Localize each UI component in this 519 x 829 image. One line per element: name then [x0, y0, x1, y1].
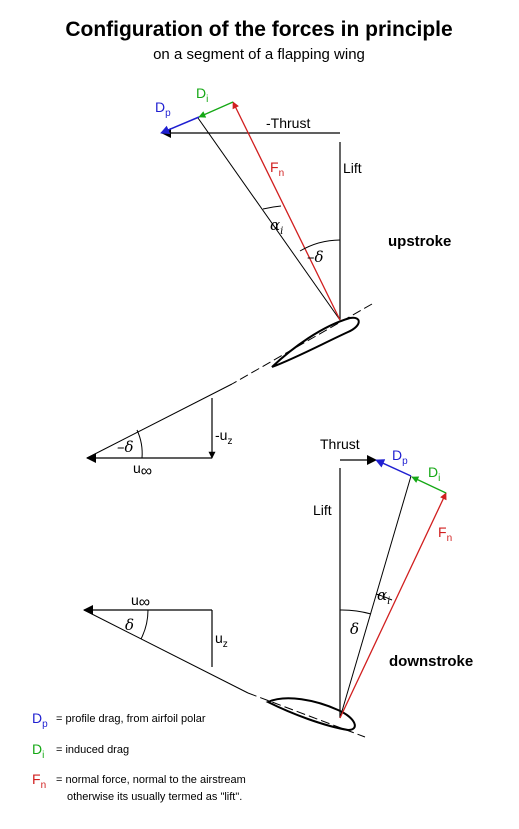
downstroke-uinf-label: u∞	[131, 592, 150, 611]
legend-item-di-symbol: Di	[32, 741, 44, 761]
legend-item-fn-text: = normal force, normal to the airstream	[56, 774, 246, 786]
legend-item-dp-text: = profile drag, from airfoil polar	[56, 713, 206, 725]
legend-note: otherwise its usually termed as "lift".	[67, 791, 242, 803]
downstroke-delta-arc	[339, 609, 372, 615]
legend-item-dp-symbol: Dp	[32, 710, 48, 730]
downstroke-di-arrow	[411, 476, 447, 494]
upstroke-uz-label: -uz	[215, 427, 232, 447]
downstroke-label: downstroke	[389, 653, 473, 670]
legend-item-di-text: = induced drag	[56, 744, 129, 756]
downstroke-fn-label: Fn	[438, 524, 452, 544]
upstroke-label: upstroke	[388, 233, 451, 250]
upstroke-group: Lift -Thrust Fn Dp Di αi –δ upstroke	[155, 85, 451, 385]
upstroke-airflow-delta-arc	[136, 429, 143, 459]
upstroke-delta-label: –δ	[307, 248, 324, 266]
downstroke-chord-line	[247, 692, 366, 738]
downstroke-airflow-hypotenuse	[83, 609, 249, 694]
downstroke-resultant-line	[339, 475, 412, 719]
upstroke-airflow-delta-label: –δ	[117, 438, 134, 456]
upstroke-airflow-group: -uz u∞ –δ	[86, 383, 233, 480]
upstroke-fn-arrow	[232, 101, 341, 321]
upstroke-alpha-label: αi	[270, 216, 283, 237]
upstroke-thrust-label: -Thrust	[266, 115, 310, 131]
upstroke-alpha-arc	[262, 205, 282, 210]
legend: Dp = profile drag, from airfoil polar Di…	[32, 710, 246, 803]
legend-item-fn-symbol: Fn	[32, 771, 46, 791]
upstroke-lift-label: Lift	[343, 160, 362, 176]
downstroke-dp-arrow	[375, 459, 412, 477]
upstroke-di-arrow	[198, 101, 234, 118]
downstroke-fn-arrow	[339, 492, 447, 719]
diagram-title: Configuration of the forces in principle	[65, 18, 452, 41]
upstroke-uinf-label: u∞	[133, 460, 152, 480]
downstroke-di-label: Di	[428, 464, 440, 484]
downstroke-dp-label: Dp	[392, 447, 408, 467]
downstroke-airflow-delta-arc	[140, 609, 149, 640]
downstroke-group: Lift Thrust Fn Dp Di αi δ downstroke	[247, 436, 473, 738]
upstroke-fn-label: Fn	[270, 159, 284, 179]
upstroke-dp-label: Dp	[155, 99, 171, 119]
upstroke-di-label: Di	[196, 85, 208, 105]
upstroke-delta-arc	[299, 239, 341, 252]
upstroke-dp-arrow	[160, 116, 200, 135]
downstroke-airfoil	[265, 697, 356, 732]
diagram-subtitle: on a segment of a flapping wing	[153, 46, 365, 63]
downstroke-alpha-arc	[375, 593, 393, 601]
upstroke-resultant-line	[197, 117, 341, 321]
downstroke-airflow-group: uz u∞ δ	[83, 592, 249, 694]
downstroke-lift-label: Lift	[313, 502, 332, 518]
downstroke-uz-label: uz	[215, 630, 228, 650]
upstroke-airflow-hypotenuse	[86, 383, 233, 459]
downstroke-alpha-label: αi	[377, 586, 390, 607]
upstroke-chord-line	[231, 303, 373, 385]
upstroke-airfoil	[271, 316, 360, 368]
downstroke-thrust-label: Thrust	[320, 436, 360, 452]
downstroke-airflow-delta-label: δ	[125, 616, 134, 634]
downstroke-delta-label: δ	[350, 620, 359, 638]
